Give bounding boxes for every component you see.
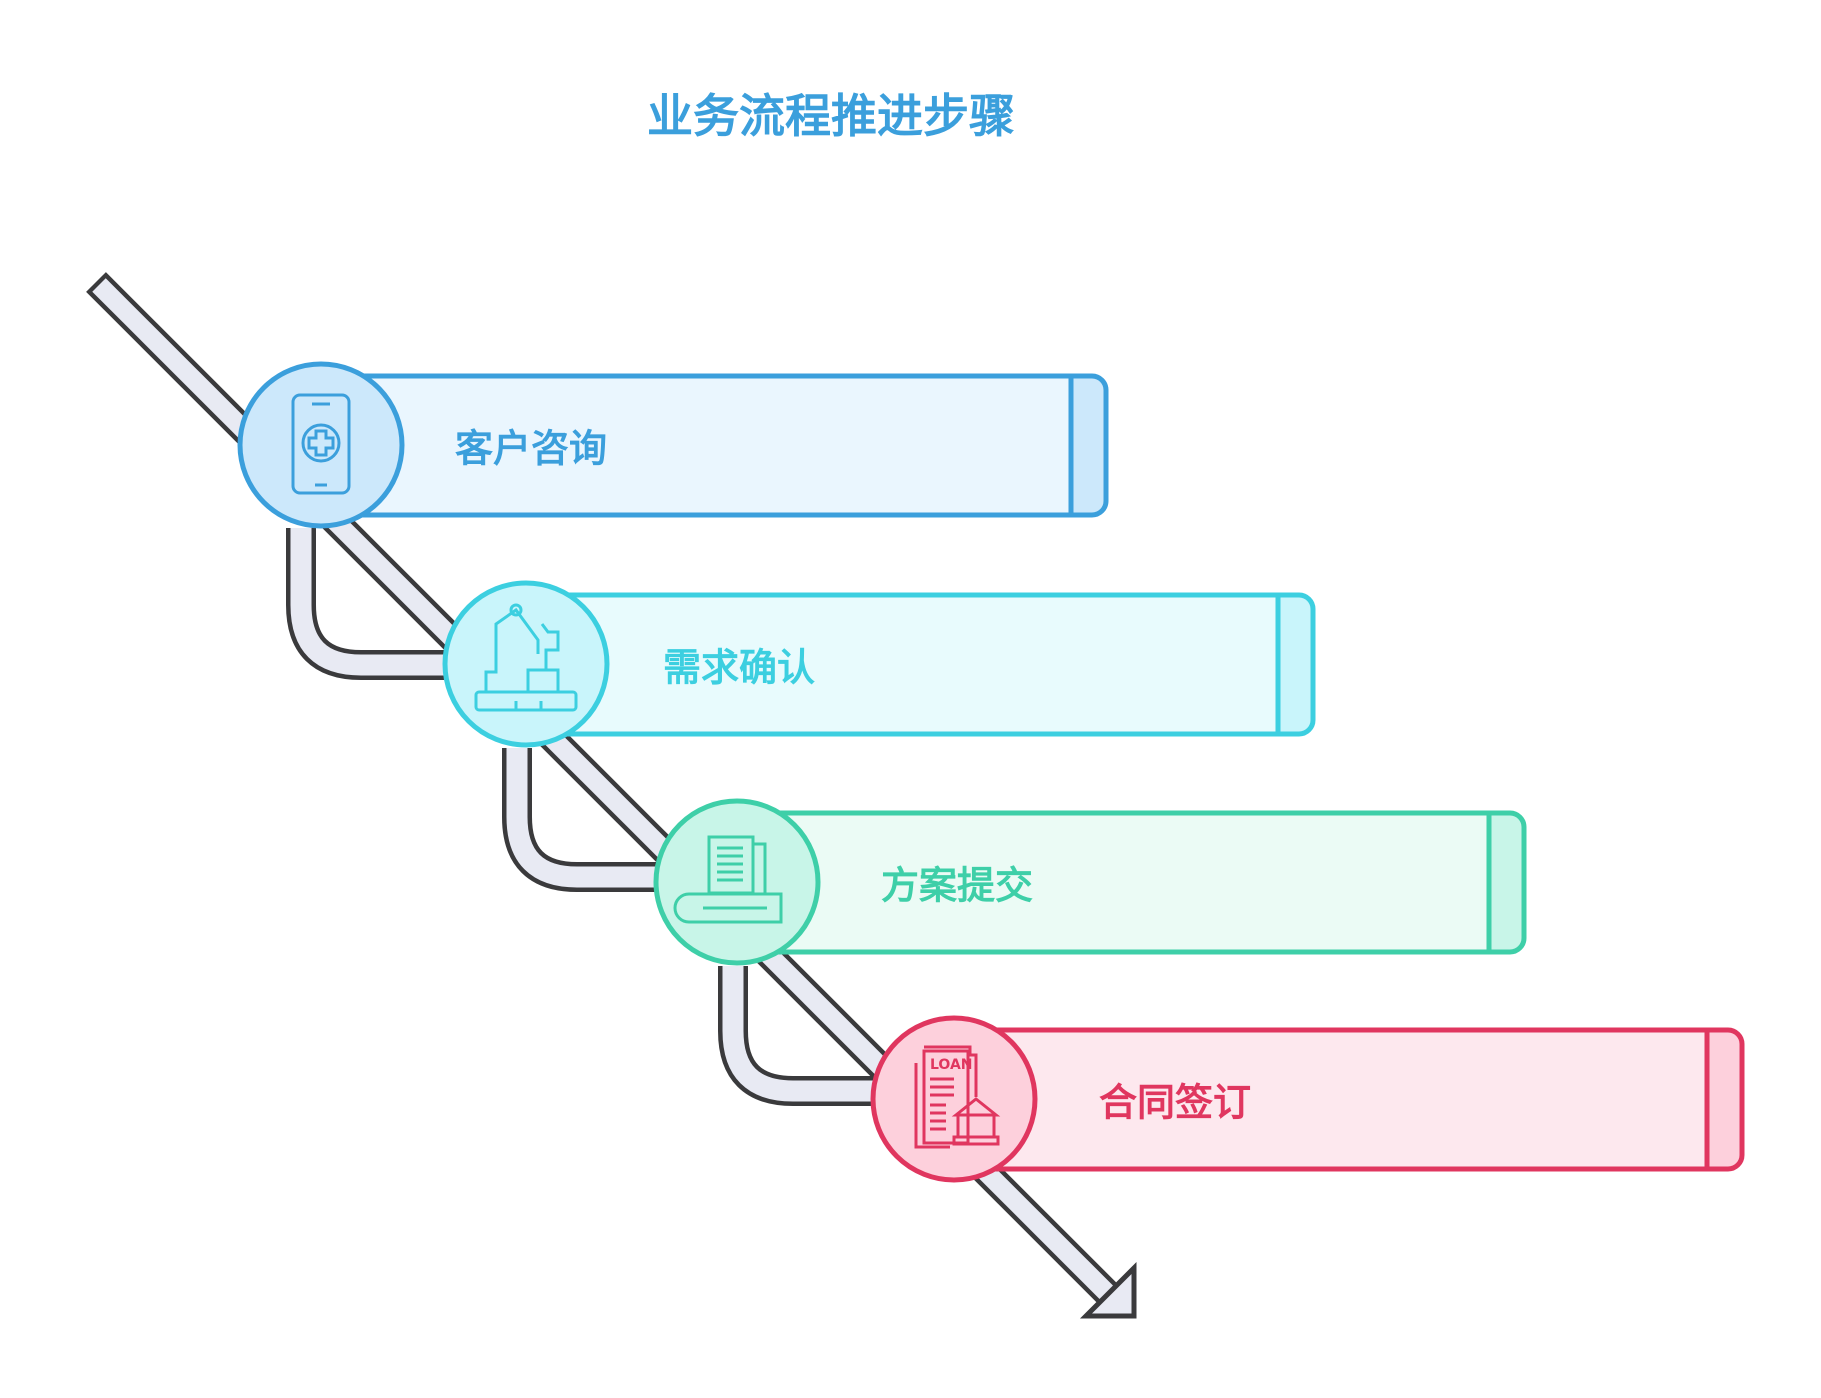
step-circle [442,580,610,748]
step-1 [237,361,1109,529]
mobile-medical-icon [291,393,351,495]
loan-bank-icon: LOAN [914,1045,1001,1149]
step-bar-body [983,1027,1710,1172]
diagram-title: 业务流程推进步骤 [647,89,1015,143]
step-label-2: 需求确认 [663,645,816,690]
connector-pipe-2 [502,748,660,892]
step-circle [870,1015,1038,1183]
step-bar-body [347,373,1074,518]
step-label-1: 客户咨询 [455,426,608,471]
step-bar-body [557,592,1281,737]
step-circle [653,798,821,966]
svg-text:LOAN: LOAN [930,1057,973,1073]
step-2 [442,580,1316,748]
step-bar-body [767,810,1492,955]
connector-pipe-3 [718,966,875,1106]
step-3 [653,798,1527,966]
document-book-icon [673,835,783,924]
arrow-head [1079,1261,1137,1319]
step-4: LOAN [870,1015,1745,1183]
step-label-3: 方案提交 [881,863,1034,908]
step-circle [237,361,405,529]
connector-pipe-1 [286,528,450,680]
step-label-4: 合同签订 [1099,1080,1252,1125]
robot-arm-icon [474,603,578,712]
